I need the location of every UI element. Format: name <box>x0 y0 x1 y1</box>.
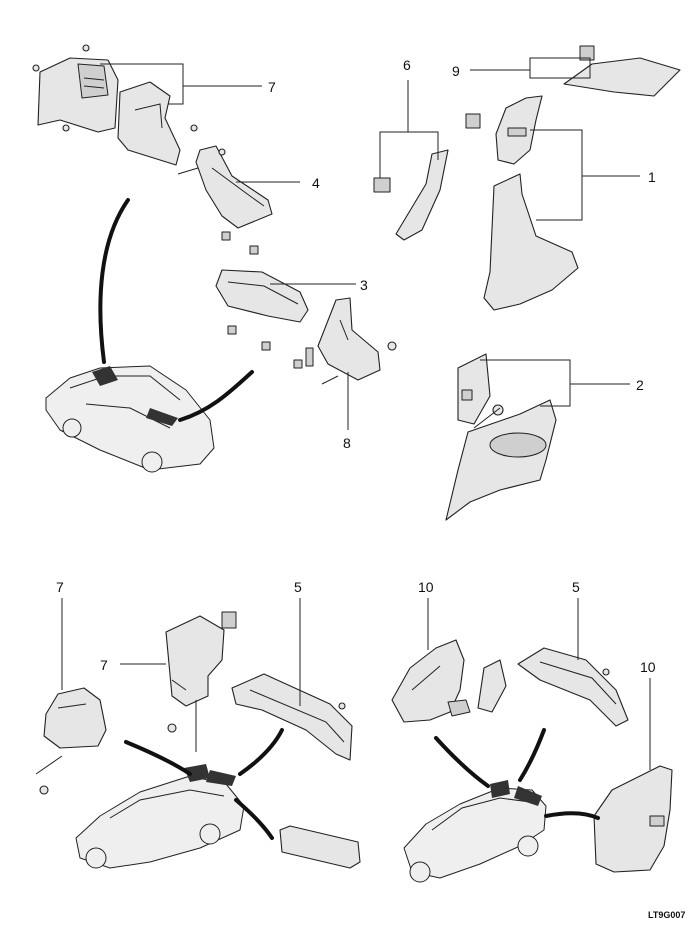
part-5-rear-parcel-shelf-hatch <box>517 647 629 727</box>
part-4-sill-plate <box>177 145 273 255</box>
callout-6: 6 <box>403 57 411 73</box>
part-6-a-pillar-trim <box>373 149 449 241</box>
part-8-kick-panel <box>305 297 397 385</box>
arrow-to-parcel-shelf <box>238 728 284 776</box>
callout-3: 3 <box>360 277 368 293</box>
part-10-rear-trim-hatch-left <box>391 639 507 723</box>
part-7-rear-trim-upper <box>32 44 198 166</box>
arrow-to-lower-trim <box>234 798 274 840</box>
callout-9: 9 <box>452 63 460 79</box>
part-10-rear-trim-hatch-right <box>593 765 673 873</box>
callout-5-right: 5 <box>572 579 580 595</box>
arrow-to-part-10-left <box>434 736 490 788</box>
hatchback-car-illustration <box>403 780 547 883</box>
part-lower-strip <box>279 825 361 869</box>
figure-code: LT9G007 <box>648 910 685 920</box>
callout-4: 4 <box>312 175 320 191</box>
callout-10-left: 10 <box>418 579 434 595</box>
callout-7-top: 7 <box>268 79 276 95</box>
part-1-b-pillar-trim <box>465 95 579 311</box>
arrow-to-part-7-lower <box>124 740 192 776</box>
callout-1: 1 <box>648 169 656 185</box>
arrow-to-part-10-right <box>544 811 600 820</box>
part-9-roof-trim <box>563 45 681 97</box>
callout-5-left: 5 <box>294 579 302 595</box>
arrow-to-part-7 <box>98 198 130 364</box>
callout-8: 8 <box>343 435 351 451</box>
callout-2: 2 <box>636 377 644 393</box>
sedan-car-illustration-top <box>45 365 215 473</box>
part-7-rear-trim-lower-left <box>39 687 107 795</box>
arrow-to-parcel-shelf-hatch <box>518 728 546 782</box>
callout-7-lower-mid: 7 <box>100 657 108 673</box>
part-7-rear-trim-lower-mid <box>165 611 237 733</box>
callout-7-lower-left: 7 <box>56 579 64 595</box>
sedan-car-illustration-bottom <box>75 764 245 869</box>
part-2-rear-quarter-trim <box>445 353 557 521</box>
part-5-rear-parcel-shelf-sedan <box>231 673 353 761</box>
arrow-to-sill <box>178 370 254 422</box>
part-3-sill-plate <box>215 269 309 369</box>
callout-10-right: 10 <box>640 659 656 675</box>
